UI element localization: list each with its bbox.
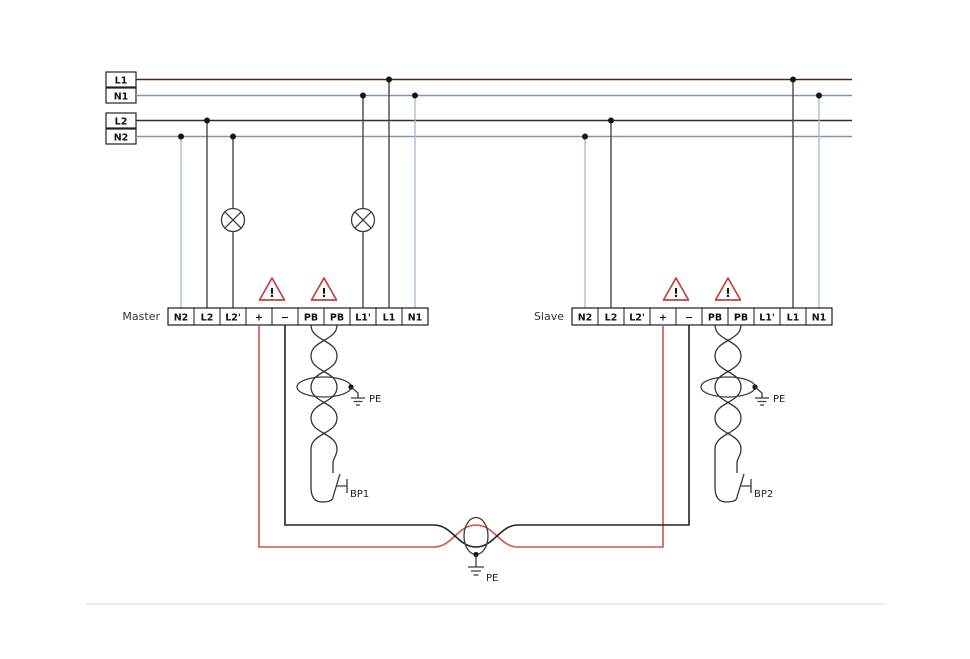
bus-label-l2: L2 [115,117,128,128]
warning-triangle-icon: ! [662,277,690,301]
junction-dot [790,76,796,83]
master-label: Master [122,310,160,323]
warning-glyph: ! [725,286,730,300]
master-pb-cable: PE BP1 [296,324,381,503]
junction-dot [360,92,366,99]
junction-dot [816,92,822,99]
terminal-label: PB [708,313,722,324]
pushbutton-bp2-icon: BP2 [736,473,773,500]
terminal-label: L1 [787,313,800,324]
ground-icon [468,566,484,576]
terminal-label: L2 [201,313,214,324]
terminal-label: L1 [383,313,396,324]
bus-label-n2: N2 [114,133,129,144]
pe-label: PE [369,394,381,405]
pe-label: PE [486,573,498,584]
bus-label-n1: N1 [114,92,129,103]
terminal-label: + [659,313,667,324]
supply-bus-group-1: L1 N1 [105,71,852,104]
pb-wire-b [310,324,338,473]
master-terminal-block: Master N2 L2 L2' + − PB PB L1' L1 N1 [122,307,429,326]
bp1-label: BP1 [350,489,369,500]
terminal-label: − [281,313,289,324]
warning-outline [662,277,690,301]
master-drop-wires [180,79,416,308]
terminal-label: L1' [759,313,775,324]
slave-terminal-block: Slave N2 L2 L2' + − PB PB L1' L1 N1 [534,307,833,326]
pb-wire-a [714,324,742,503]
terminal-label: L1' [355,313,371,324]
terminal-label: − [685,313,693,324]
warning-outline [310,277,338,301]
slave-block-separators [597,308,807,325]
slave-drop-wires [584,79,820,308]
terminal-label: L2' [629,313,645,324]
slave-pb-cable: PE BP2 [700,324,785,503]
warning-outline [258,277,286,301]
slave-label: Slave [534,310,564,323]
ground-stem [754,386,763,398]
terminal-label: PB [734,313,748,324]
pe-label: PE [773,394,785,405]
terminal-label: PB [304,313,318,324]
pushbutton-actuator [336,479,348,493]
wire-link-plus [258,325,664,548]
terminal-label: N1 [408,313,423,324]
shield-loop [700,376,756,398]
terminal-label: N2 [174,313,189,324]
junction-dot [386,76,392,83]
warning-glyph: ! [269,286,274,300]
shield-loop [296,376,352,398]
warning-triangle-icon: ! [258,277,286,301]
junction-dot [204,117,210,124]
lamp-cross [354,211,372,229]
master-block-separators [193,308,403,325]
link-shield-ground: PE [463,516,498,584]
warning-triangle-icon: ! [714,277,742,301]
warning-outline [714,277,742,301]
supply-bus-group-2: L2 N2 [105,112,852,145]
junction-dots [178,76,822,140]
pushbutton-bp1-icon: BP1 [332,473,369,500]
ground-icon [755,397,769,406]
terminal-label: + [255,313,263,324]
bus-label-l1: L1 [115,76,128,87]
bus-link-wires [258,325,690,548]
junction-dot [178,133,184,140]
junction-dot [582,133,588,140]
shield-loop [463,516,489,556]
junction-dot [230,133,236,140]
lamp-icon [350,207,376,233]
ground-icon [351,397,365,406]
junction-dot [412,92,418,99]
warning-triangle-icon: ! [310,277,338,301]
warning-glyph: ! [321,286,326,300]
ground-stem [350,386,359,398]
terminal-label: L2 [605,313,618,324]
wire-link-minus [284,325,690,548]
pb-wire-a [310,324,338,503]
warning-glyph: ! [673,286,678,300]
terminal-label: PB [330,313,344,324]
terminal-label: N2 [578,313,593,324]
pushbutton-actuator [740,479,752,493]
junction-dot [608,117,614,124]
terminal-label: L2' [225,313,241,324]
lamp-icon [220,207,246,233]
terminal-label: N1 [812,313,827,324]
bp2-label: BP2 [754,489,773,500]
lamp-cross [224,211,242,229]
pb-wire-b [714,324,742,473]
